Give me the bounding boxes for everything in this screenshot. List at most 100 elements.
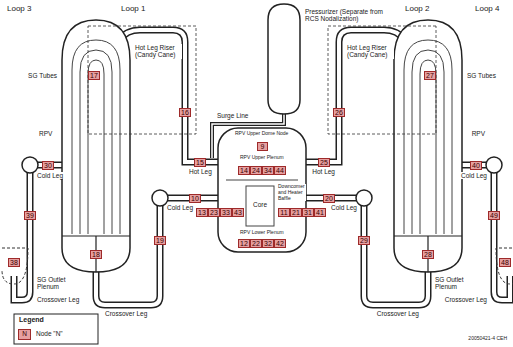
- node-number-box: 32: [262, 239, 274, 248]
- part-label: Cold Leg: [330, 204, 358, 211]
- part-label: Crossover Leg: [376, 310, 420, 317]
- node-number: 19: [156, 237, 164, 244]
- node-number: 44: [276, 167, 284, 174]
- node-number-box: 41: [314, 208, 326, 217]
- part-label: RPV: [38, 130, 53, 137]
- node-number-box: 22: [250, 239, 262, 248]
- part-label: Cold Leg: [36, 172, 64, 179]
- node-number-box: 14: [238, 166, 250, 175]
- node-number: 24: [252, 167, 260, 174]
- node-number: 38: [10, 259, 18, 266]
- upper-plenum-plate: [226, 180, 298, 181]
- node-number-box: 39: [24, 211, 36, 220]
- node-number-box: 16: [179, 108, 191, 117]
- loop-right: [306, 20, 513, 305]
- node-number-box: 15: [194, 158, 206, 167]
- part-label: Hot Leg: [188, 168, 213, 175]
- node-number: 30: [44, 162, 52, 169]
- node-number: 32: [264, 240, 272, 247]
- node-number: 39: [26, 212, 34, 219]
- node-number: 34: [264, 167, 272, 174]
- loop-left: [2, 20, 218, 305]
- node-number: 25: [320, 159, 328, 166]
- node-number: 9: [261, 143, 265, 150]
- node-number-box: 44: [274, 166, 286, 175]
- node-number-box: 29: [358, 236, 370, 245]
- node-number: 48: [501, 259, 509, 266]
- part-label: Crossover Leg: [36, 296, 80, 303]
- node-number: 11: [280, 209, 287, 216]
- node-number: 14: [240, 167, 248, 174]
- node-number: 40: [472, 162, 480, 169]
- node-number-box: 23: [208, 208, 220, 217]
- node-number: 41: [316, 209, 324, 216]
- node-number: 28: [424, 251, 432, 258]
- node-number: 26: [335, 109, 343, 116]
- node-number-box: 31: [302, 208, 314, 217]
- part-label: Crossover Leg: [444, 296, 488, 303]
- node-number: 42: [276, 240, 284, 247]
- node-number-box: 24: [250, 166, 262, 175]
- node-number-box: 26: [333, 108, 345, 117]
- part-label: Downcomer and Heater Baffle: [277, 184, 306, 201]
- node-number: 18: [92, 251, 100, 258]
- part-label: Hot Leg Riser (Candy Cane): [346, 44, 394, 59]
- rpv-vessel: [218, 128, 306, 252]
- part-label: Cold Leg: [166, 204, 194, 211]
- legend-text: Node "N": [35, 330, 64, 337]
- node-number: 12: [240, 240, 248, 247]
- node-number-box: 43: [232, 208, 244, 217]
- node-number-box: 27: [424, 71, 436, 80]
- node-number: 43: [234, 209, 242, 216]
- node-number-box: 20: [323, 194, 335, 203]
- node-number-box: 42: [274, 239, 286, 248]
- part-label: RPV Upper Plenum: [239, 155, 285, 161]
- node-number: 27: [426, 72, 434, 79]
- node-number: 17: [90, 72, 98, 79]
- part-label: SG Outlet Plenum: [434, 276, 488, 291]
- part-label: Loop 1: [120, 4, 146, 13]
- node-number-box: 21: [290, 208, 302, 217]
- part-label: 20050421-4 CEH: [467, 336, 508, 342]
- node-number-box: 25: [318, 158, 330, 167]
- node-number-box: 33: [220, 208, 232, 217]
- node-number: 13: [198, 209, 206, 216]
- node-number: 33: [222, 209, 230, 216]
- node-number-box: 13: [196, 208, 208, 217]
- node-number-box: 18: [90, 250, 102, 259]
- node-number: 21: [292, 209, 300, 216]
- node-number-box: 28: [422, 250, 434, 259]
- node-number-box: 12: [238, 239, 250, 248]
- node-number-box: 9: [257, 142, 268, 151]
- part-label: Hot Leg Riser (Candy Cane): [134, 44, 182, 59]
- core-outline: [246, 186, 274, 226]
- node-number: 31: [304, 209, 312, 216]
- node-number-box: 40: [470, 161, 482, 170]
- part-label: RPV Upper Dome Node: [234, 131, 289, 137]
- node-number-box: 19: [154, 236, 166, 245]
- node-number: 22: [252, 240, 260, 247]
- node-number-box: 10: [189, 194, 201, 203]
- node-number-box: 11: [278, 208, 290, 217]
- part-label: Hot Leg: [311, 168, 336, 175]
- node-number: 15: [196, 159, 204, 166]
- part-label: SG Tubes: [466, 72, 497, 79]
- node-number-box: 48: [499, 258, 511, 267]
- node-number-box: 30: [42, 161, 54, 170]
- node-number: 20: [325, 195, 333, 202]
- part-label: Loop 3: [6, 4, 32, 13]
- legend-box: [14, 314, 98, 344]
- part-label: RPV: [471, 130, 486, 137]
- node-number: 10: [191, 195, 199, 202]
- part-label: Core: [252, 201, 268, 208]
- legend-swatch: N: [18, 329, 31, 340]
- part-label: RPV Lower Plenum: [239, 230, 285, 236]
- part-label: Surge Line: [216, 112, 249, 119]
- pressurizer-vessel: [268, 4, 300, 114]
- part-label: Loop 4: [474, 4, 500, 13]
- part-label: SG Tubes: [27, 72, 58, 79]
- node-number-box: 38: [8, 258, 20, 267]
- node-number-box: 49: [488, 211, 500, 220]
- part-label: Crossover Leg: [104, 310, 148, 317]
